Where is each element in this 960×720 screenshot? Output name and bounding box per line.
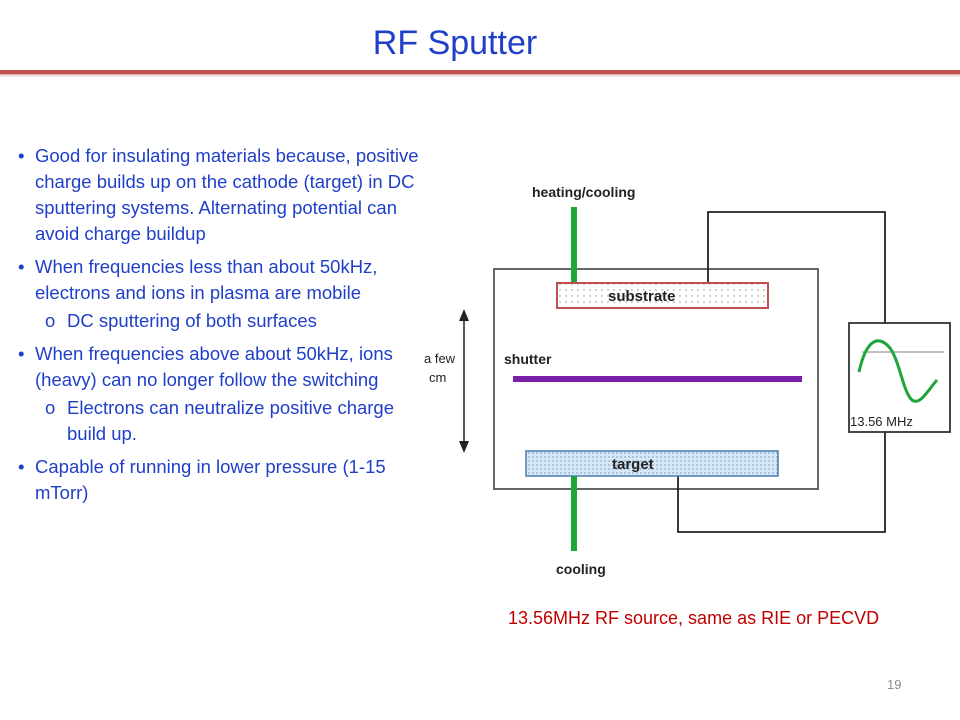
title-divider [0,70,960,74]
sub-bullet-list: DC sputtering of both surfaces [35,308,428,334]
sub-bullet-item: Electrons can neutralize positive charge… [35,395,428,447]
slide-title: RF Sputter [372,24,538,62]
title-divider-shadow [0,74,960,77]
wire-bottom [677,432,886,533]
rf-source-box [848,322,951,433]
target-label: target [612,456,654,473]
arrow-up-icon [459,309,469,321]
bullet-text: When frequencies less than about 50kHz, … [35,256,378,303]
substrate-plate [556,282,769,309]
gap-label-line1: a few [424,351,456,366]
cooling-label: cooling [556,561,606,577]
rf-wave-icon [857,339,939,403]
heating-cooling-label: heating/cooling [532,184,635,200]
shutter-bar [513,376,802,382]
diagram-caption: 13.56MHz RF source, same as RIE or PECVD [508,608,880,628]
bullet-item: When frequencies above about 50kHz, ions… [18,341,428,447]
page-number: 19 [887,677,902,692]
sub-bullet-item: DC sputtering of both surfaces [35,308,428,334]
bullet-text: When frequencies above about 50kHz, ions… [35,343,393,390]
cooling-rod [571,476,577,551]
bullet-list: Good for insulating materials because, p… [18,143,428,513]
heating-rod [571,207,577,285]
gap-label-line2: cm [429,370,446,385]
target-plate [525,450,779,477]
bullet-text: Good for insulating materials because, p… [35,145,419,244]
chamber-outline [493,268,819,490]
bullet-text: Capable of running in lower pressure (1-… [35,456,386,503]
bullet-item: Good for insulating materials because, p… [18,143,428,247]
wire-top [707,211,886,323]
sub-bullet-list: Electrons can neutralize positive charge… [35,395,428,447]
rf-frequency-label: 13.56 MHz [850,414,913,429]
bullet-item: When frequencies less than about 50kHz, … [18,254,428,334]
bullet-item: Capable of running in lower pressure (1-… [18,454,428,506]
substrate-label: substrate [608,288,676,305]
arrow-down-icon [459,441,469,453]
shutter-label: shutter [504,351,552,367]
